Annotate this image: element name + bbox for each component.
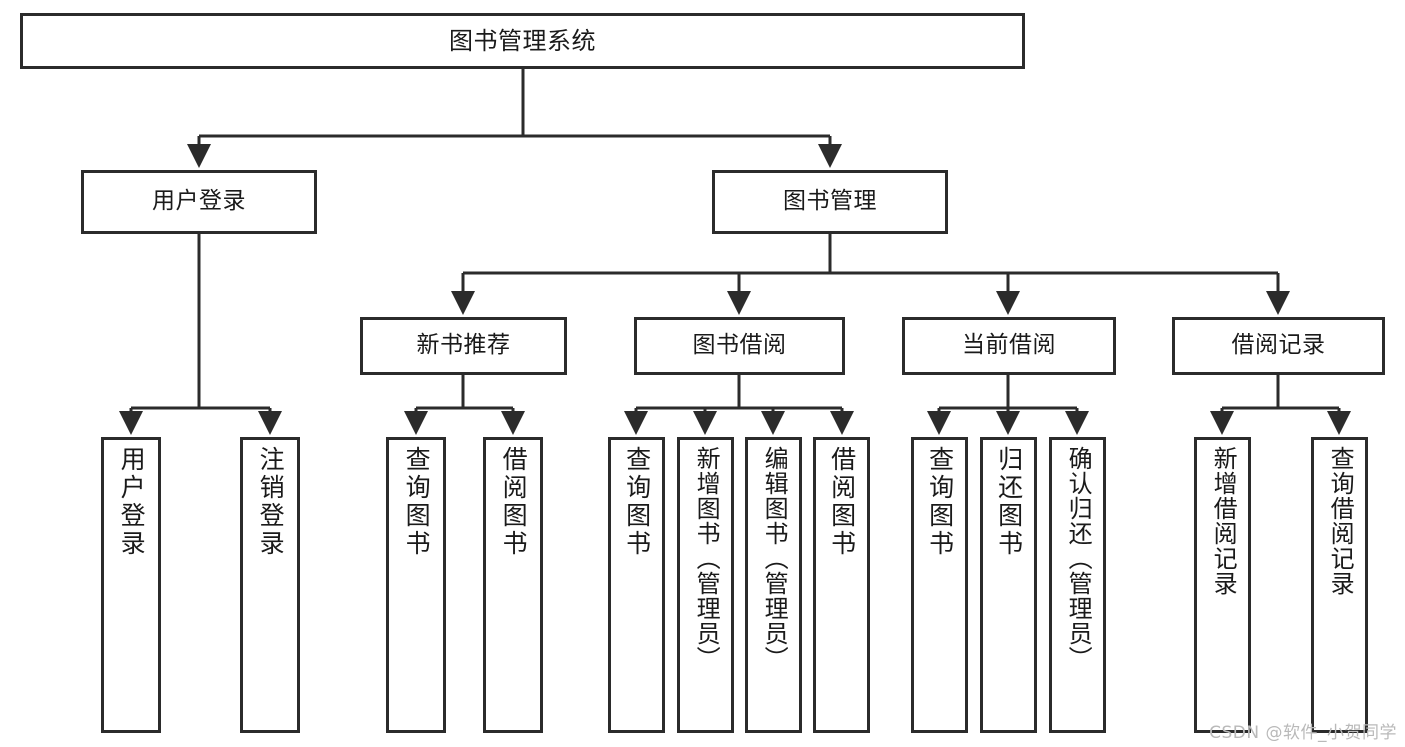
node-leaf-add-book-label: 新增图书（管理员） [692,446,721,671]
node-leaf-user-login[interactable]: 用户登录 [101,437,161,733]
node-leaf-return-book[interactable]: 归还图书 [980,437,1037,733]
node-new-book-rec-label: 新书推荐 [416,332,511,359]
node-leaf-query-book-2[interactable]: 查询图书 [608,437,665,733]
node-leaf-query-record-label: 查询借阅记录 [1326,446,1355,596]
node-root-label: 图书管理系统 [449,26,596,55]
node-new-book-rec[interactable]: 新书推荐 [360,317,567,375]
node-user-login-label: 用户登录 [152,188,246,215]
node-leaf-add-record-label: 新增借阅记录 [1209,446,1238,596]
node-leaf-edit-book[interactable]: 编辑图书（管理员） [745,437,802,733]
node-leaf-query-book-1-label: 查询图书 [402,446,432,558]
node-leaf-borrow-book-2[interactable]: 借阅图书 [813,437,870,733]
node-leaf-logout-label: 注销登录 [256,446,286,558]
node-borrow-record-label: 借阅记录 [1231,332,1326,359]
watermark: CSDN @软件_小贺同学 [1209,723,1397,743]
node-leaf-add-book[interactable]: 新增图书（管理员） [677,437,734,733]
node-leaf-query-book-1[interactable]: 查询图书 [386,437,446,733]
node-leaf-confirm-return-label: 确认归还（管理员） [1064,446,1093,671]
node-leaf-logout[interactable]: 注销登录 [240,437,300,733]
node-leaf-borrow-book-1[interactable]: 借阅图书 [483,437,543,733]
node-leaf-query-book-3-label: 查询图书 [925,446,955,558]
node-leaf-return-book-label: 归还图书 [994,446,1024,558]
node-leaf-borrow-book-2-label: 借阅图书 [827,446,857,558]
node-book-manage[interactable]: 图书管理 [712,170,948,234]
node-leaf-add-record[interactable]: 新增借阅记录 [1194,437,1251,733]
node-root[interactable]: 图书管理系统 [20,13,1025,69]
node-current-borrow-label: 当前借阅 [962,332,1056,359]
node-book-manage-label: 图书管理 [783,188,877,215]
node-leaf-query-book-2-label: 查询图书 [622,446,652,558]
node-leaf-edit-book-label: 编辑图书（管理员） [760,446,789,671]
node-leaf-query-record[interactable]: 查询借阅记录 [1311,437,1368,733]
node-leaf-confirm-return[interactable]: 确认归还（管理员） [1049,437,1106,733]
node-current-borrow[interactable]: 当前借阅 [902,317,1116,375]
node-book-borrow[interactable]: 图书借阅 [634,317,845,375]
node-user-login[interactable]: 用户登录 [81,170,317,234]
node-leaf-query-book-3[interactable]: 查询图书 [911,437,968,733]
node-borrow-record[interactable]: 借阅记录 [1172,317,1385,375]
node-leaf-user-login-label: 用户登录 [117,446,147,558]
node-leaf-borrow-book-1-label: 借阅图书 [499,446,529,558]
node-book-borrow-label: 图书借阅 [692,332,787,359]
